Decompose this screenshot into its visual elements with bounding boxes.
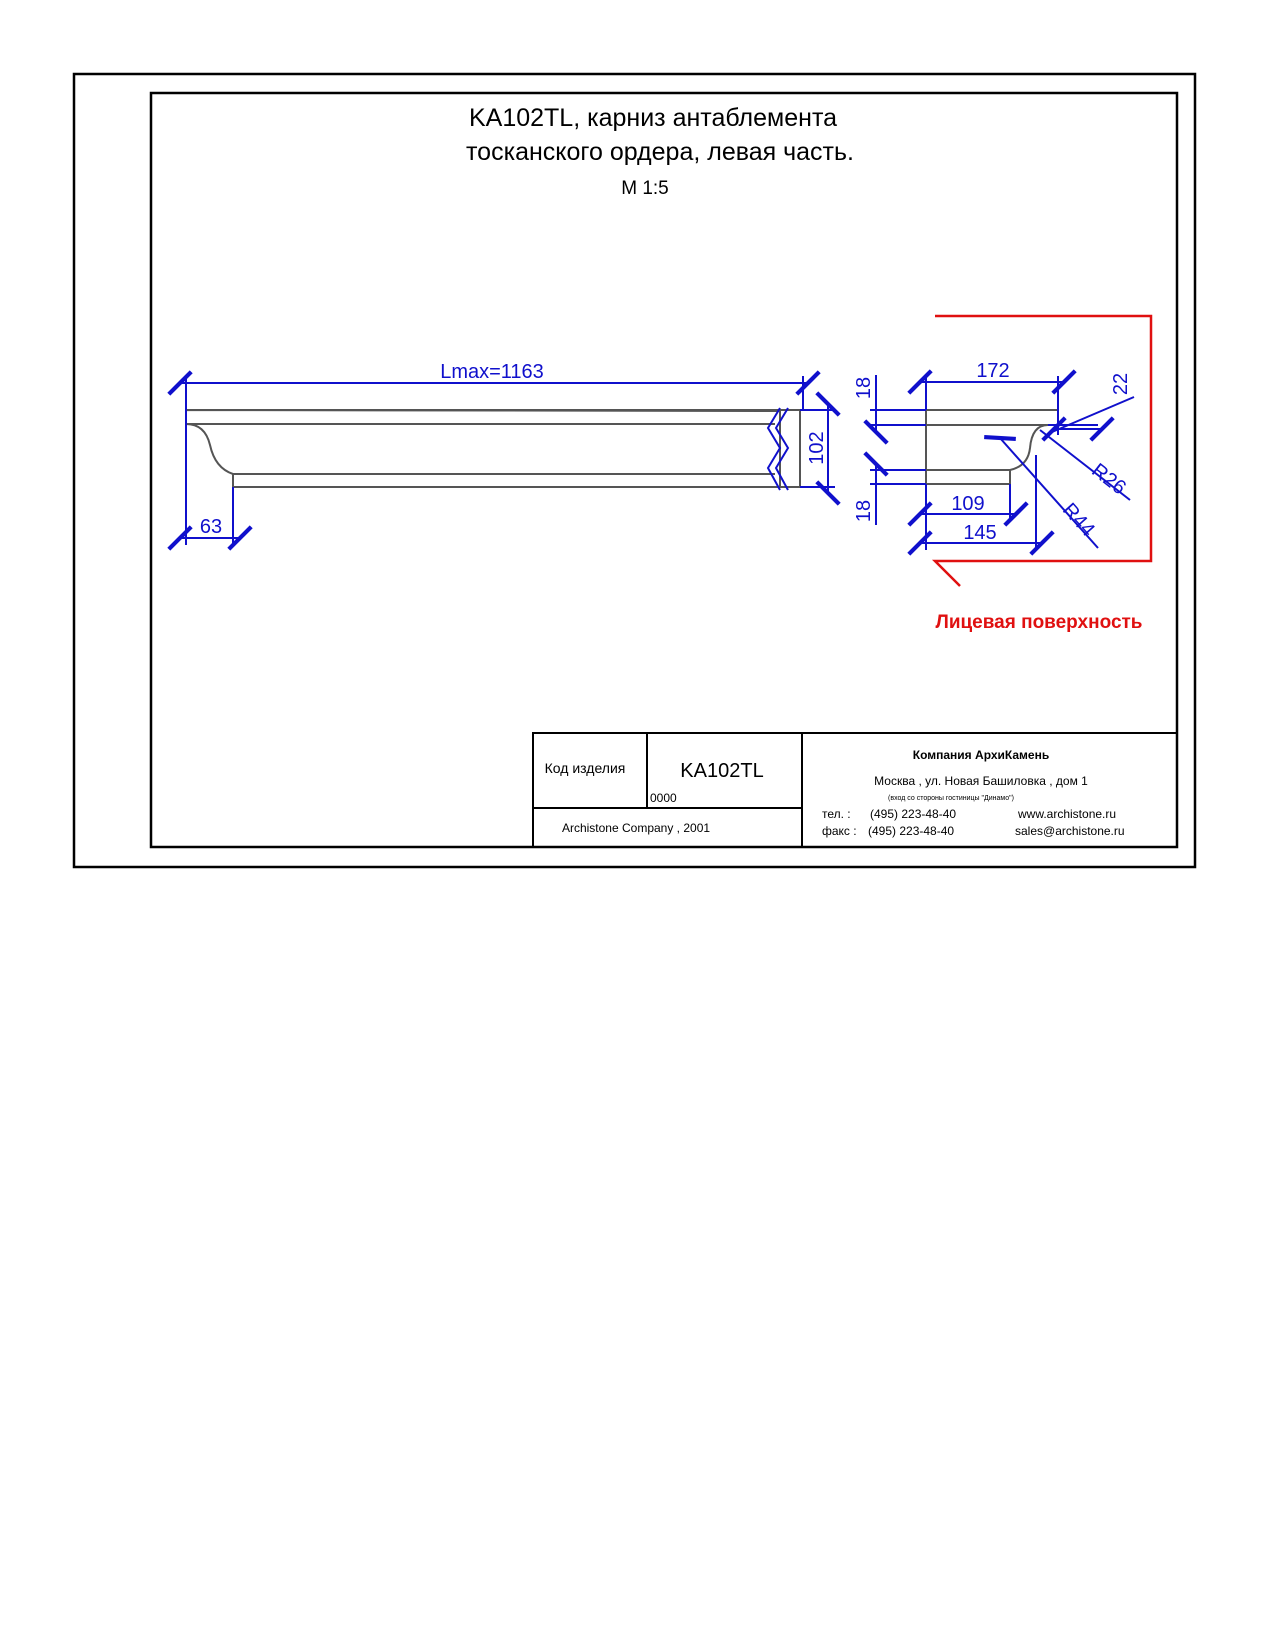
fax-label: факс : bbox=[822, 824, 857, 838]
phone-label: тел. : bbox=[822, 807, 851, 821]
dim-left-offset-label: 63 bbox=[200, 516, 222, 538]
dimension-bottom-outer: 145 bbox=[907, 455, 1055, 556]
profile-section-view bbox=[925, 409, 1059, 485]
dim-bottom-outer-label: 145 bbox=[963, 522, 996, 544]
profile-long-view bbox=[185, 407, 801, 491]
face-surface-marker: Лицевая поверхность bbox=[931, 314, 1153, 633]
dim-height-label: 102 bbox=[806, 431, 828, 464]
website: www.archistone.ru bbox=[1017, 807, 1116, 821]
company-address-note: (вход со стороны гостиницы "Динамо") bbox=[888, 795, 1014, 802]
scale-label: М 1:5 bbox=[621, 178, 669, 199]
title-block: Код изделия KA102TL 0000 Archistone Comp… bbox=[532, 732, 1178, 848]
code-label: Код изделия bbox=[545, 760, 626, 776]
dimension-radius-small: R26 bbox=[1039, 429, 1131, 501]
drawing-number: 0000 bbox=[650, 791, 677, 805]
dim-length-label: Lmax=1163 bbox=[440, 361, 544, 383]
dimension-top-step: 22 bbox=[1041, 373, 1135, 442]
phone-number: (495) 223-48-40 bbox=[870, 807, 956, 821]
title-line-1: KA102TL, карниз антаблемента bbox=[469, 104, 837, 132]
dimension-top-width: 172 bbox=[907, 360, 1077, 410]
company-name: Компания АрхиКамень bbox=[913, 748, 1049, 762]
dim-radius-large-label: R44 bbox=[1058, 499, 1099, 541]
dim-bottom-band-label: 18 bbox=[853, 500, 875, 522]
dim-top-band-label: 18 bbox=[853, 377, 875, 399]
copyright: Archistone Company , 2001 bbox=[562, 821, 710, 835]
company-address: Москва , ул. Новая Башиловка , дом 1 bbox=[874, 774, 1088, 788]
outer-frame bbox=[72, 72, 1197, 869]
dim-bottom-inner-label: 109 bbox=[951, 493, 984, 515]
dim-top-width-label: 172 bbox=[976, 360, 1009, 382]
email: sales@archistone.ru bbox=[1015, 824, 1125, 838]
dimension-bottom-band: 18 bbox=[853, 451, 926, 525]
fax-number: (495) 223-48-40 bbox=[868, 824, 954, 838]
face-surface-label: Лицевая поверхность bbox=[935, 612, 1142, 633]
dimension-top-band: 18 bbox=[853, 375, 926, 445]
dim-top-step-label: 22 bbox=[1110, 373, 1132, 395]
dimension-left-offset: 63 bbox=[167, 410, 253, 551]
title-line-2: тосканского ордера, левая часть. bbox=[466, 138, 854, 166]
dimension-radius-large: R44 bbox=[984, 434, 1099, 549]
dim-radius-small-label: R26 bbox=[1087, 459, 1129, 499]
dimension-height: 102 bbox=[800, 391, 841, 506]
dimension-length: Lmax=1163 bbox=[167, 361, 821, 410]
code-value: KA102TL bbox=[680, 760, 763, 782]
